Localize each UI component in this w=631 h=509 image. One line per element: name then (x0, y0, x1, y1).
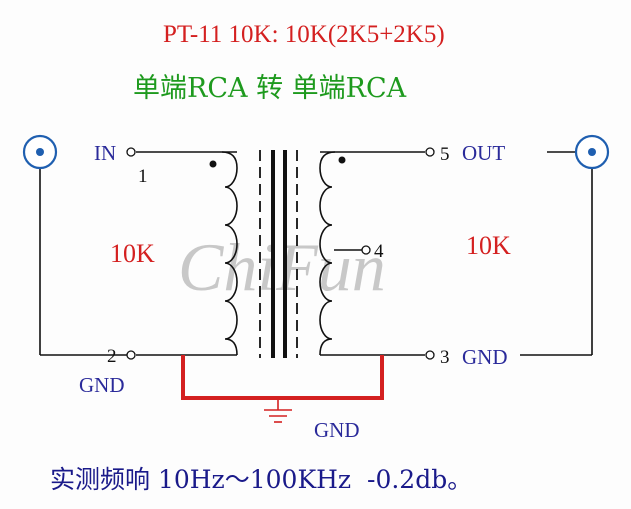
primary-gnd-label: GND (79, 373, 125, 397)
primary-phase-dot (209, 160, 217, 168)
primary-impedance: 10K (110, 239, 155, 268)
watermark: ChiFun (178, 229, 386, 305)
pin-2-label: 2 (107, 346, 117, 367)
secondary-impedance: 10K (466, 231, 511, 260)
rca-jack-icon (574, 134, 610, 170)
terminal-3 (425, 350, 435, 360)
ground-bus (181, 355, 384, 400)
ground-icon (264, 398, 292, 423)
pin-1-label: 1 (138, 166, 148, 187)
primary-coil (221, 151, 238, 356)
pin-5-label: 5 (440, 144, 450, 165)
frequency-response-note: 实测频响 10Hz～100KHz -0.2db。 (50, 465, 472, 494)
secondary-gnd-label: GND (462, 345, 508, 369)
ground-label: GND (314, 418, 360, 442)
subtitle: 单端RCA 转 单端RCA (133, 73, 407, 104)
terminal-2 (126, 350, 136, 360)
terminal-4 (361, 245, 371, 255)
secondary-wiring (320, 151, 593, 356)
terminal-1 (126, 147, 136, 157)
output-label: OUT (462, 141, 505, 165)
transformer-core (259, 150, 298, 358)
terminal-5 (425, 147, 435, 157)
primary-wiring (39, 151, 237, 356)
input-label: IN (94, 141, 116, 165)
rca-jack-icon (22, 134, 58, 170)
page-title: PT-11 10K: 10K(2K5+2K5) (163, 21, 445, 48)
pin-4-label: 4 (374, 241, 384, 262)
pin-3-label: 3 (440, 347, 450, 368)
secondary-coil (319, 151, 336, 356)
secondary-phase-dot (338, 156, 346, 164)
